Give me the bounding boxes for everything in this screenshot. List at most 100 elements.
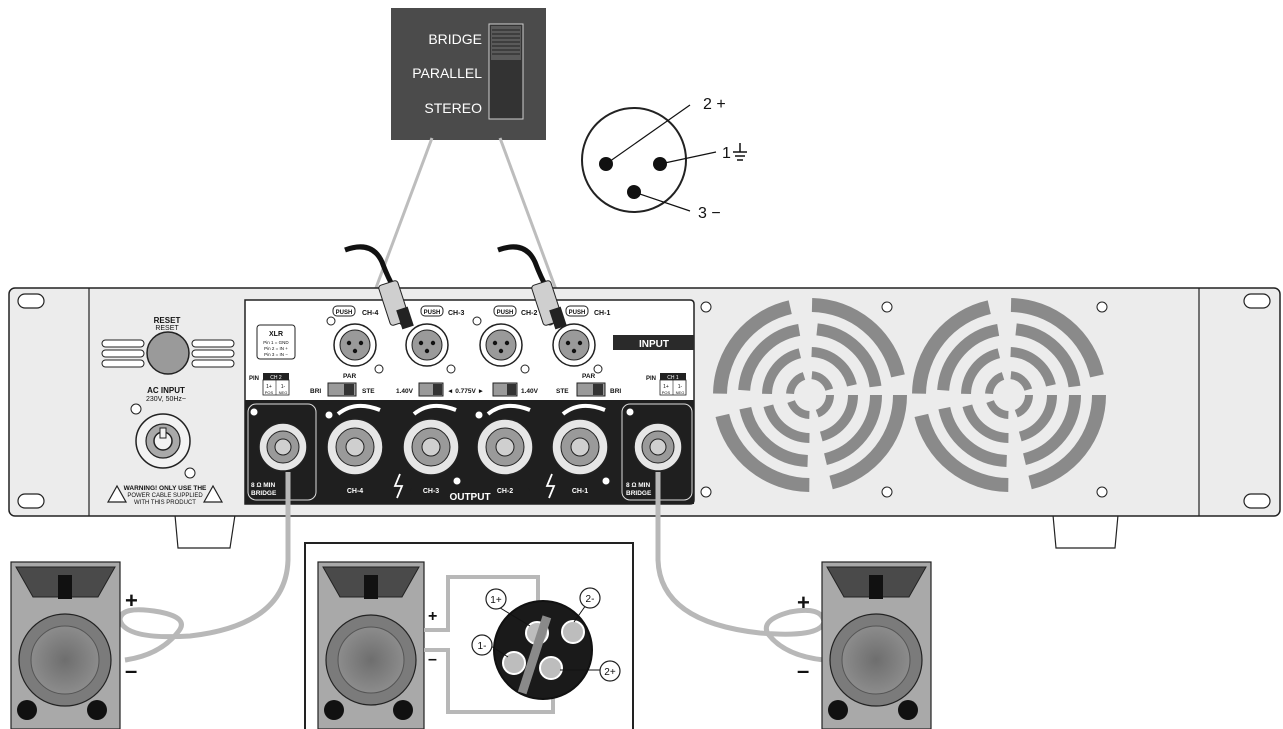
xlr-input-ch3[interactable]: PUSH CH-3 [398,305,464,374]
pin-selector-ch1[interactable]: PIN CH 1 1+ 1- POS NEG [646,373,687,396]
ac-input-spec: 230V, 50Hz~ [146,396,186,403]
screw-icon [700,301,712,313]
pin-pos: POS [662,390,671,395]
bridge-label: BRIDGE [626,490,652,497]
sens-mid: ◄ 0.775V ► [447,388,484,395]
mode-switch-callout: BRIDGE PARALLEL STEREO [350,8,587,369]
warning-line-2: POWER CABLE SUPPLIED [127,493,203,499]
bridge-min-label: 8 Ω MIN [251,482,275,489]
ac-input-label: AC INPUT [147,386,185,395]
sensitivity-switches[interactable]: 1.40V ◄ 0.775V ► 1.40V [396,382,539,397]
io-panel: INPUT OUTPUT XLR Pin 1 = GND Pin 2 = IN … [244,299,695,505]
speakon-2plus-label: 2+ [604,667,616,678]
xlr-pin1-label: 1 [722,145,731,162]
detail-plus-label: + [428,608,437,625]
bridge-min-label: 8 Ω MIN [626,482,650,489]
xlr-input-ch2[interactable]: PUSH CH-2 [472,305,537,374]
par-label: PAR [582,373,596,380]
output-ch1-label: CH-1 [572,488,588,495]
speaker-left [10,561,121,729]
screw-icon [130,403,142,415]
speakon-1minus-label: 1- [478,641,487,652]
screw-icon [881,301,893,313]
speakon-output-bridge-right[interactable]: 8 Ω MIN BRIDGE [621,403,693,501]
sens-high-right: 1.40V [521,388,539,395]
pin-1plus: 1+ [266,384,272,390]
input-ch2-label: CH-2 [521,310,537,317]
rack-hole-tr [1243,293,1271,309]
warning-icon [202,484,224,503]
right-minus-label: – [797,658,809,683]
push-label: PUSH [424,310,441,316]
screw-icon [700,486,712,498]
reset-label-2: RESET [155,325,179,332]
amp-foot-left [174,514,236,549]
amplifier-rear-panel: RESET RESET AC INPUT 230V, 50Hz~ WARNING… [8,287,1281,549]
push-label: PUSH [336,310,353,316]
xlr-pinout-circle [581,107,687,213]
xlr-legend-pin3: Pin 3 = IN − [264,352,288,357]
pin-ch2-label: CH 2 [270,375,282,381]
output-ch3-label: CH-3 [423,488,439,495]
xlr-cable-right [497,244,567,330]
speaker-detail [317,561,425,729]
speakon-output-ch2[interactable]: CH-2 [474,403,534,495]
speakon-detail-box: + – 1+ 2- 1- 2+ [304,542,634,729]
ground-icon [733,143,747,161]
xlr-cable-left [344,244,414,330]
warning-line-3: WITH THIS PRODUCT [134,500,196,506]
speaker-right [821,561,932,729]
pin-label: PIN [646,376,656,382]
rack-hole-br [1243,493,1271,509]
detail-minus-label: – [428,651,437,668]
fan-grille-left [713,298,907,492]
left-plus-label: + [125,588,138,613]
fan-grille-right [912,298,1106,492]
xlr-input-ch4[interactable]: PUSH CH-4 [326,305,384,374]
warning-line-1: WARNING! ONLY USE THE [124,485,207,492]
pin-1plus: 1+ [663,384,669,390]
reset-button[interactable] [146,331,190,375]
xlr-pin3-label: 3 − [698,205,721,222]
pin-ch1-label: CH 1 [667,375,679,381]
speakon-2minus-label: 2- [586,594,595,605]
screw-icon [184,467,196,479]
mode-stereo-label: STEREO [424,100,482,116]
ste-label: STE [556,388,569,395]
pin-selector-ch2[interactable]: PIN CH 2 1+ 1- POS NEG [249,373,290,396]
speakon-output-bridge-left[interactable]: 8 Ω MIN BRIDGE [247,403,317,501]
ac-input: AC INPUT 230V, 50Hz~ WARNING! ONLY USE T… [106,386,224,506]
xlr-input-ch1[interactable]: PUSH CH-1 [545,305,610,374]
mode-parallel-label: PARALLEL [412,65,482,81]
speakon-output-ch1[interactable]: CH-1 [551,403,611,495]
bri-label: BRI [310,388,321,395]
mode-bridge-label: BRIDGE [428,31,482,47]
pin-neg: NEG [676,390,685,395]
bridge-label: BRIDGE [251,490,277,497]
input-banner [613,335,694,350]
push-label: PUSH [497,310,514,316]
right-plus-label: + [797,590,810,615]
speakon-1plus-label: 1+ [490,595,502,606]
input-ch3-label: CH-3 [448,310,464,317]
left-minus-label: – [125,658,137,683]
xlr-pinout: 2 + 1 3 − [581,96,747,222]
xlr-pin2-label: 2 + [703,96,726,113]
reset-label: RESET [154,316,181,325]
xlr-legend-pin1: Pin 1 = GND [263,340,289,345]
speakon-output-ch4[interactable]: CH-4 [324,403,384,495]
xlr-legend-title: XLR [269,331,283,338]
output-strip [245,400,694,504]
screw-icon [881,486,893,498]
rack-hole-tl [17,293,45,309]
lightning-icon [545,473,556,499]
panel-mode-switch-right[interactable]: STE PAR BRI [556,373,621,397]
pin-neg: NEG [279,390,288,395]
warning-icon [106,484,128,503]
speakon-plug-face [493,600,593,700]
panel-mode-switch-left[interactable]: BRI PAR STE [310,373,375,397]
detail-wire-plus [424,575,540,640]
speakon-output-ch3[interactable]: CH-3 [402,403,462,495]
detail-wire-minus [424,648,555,714]
